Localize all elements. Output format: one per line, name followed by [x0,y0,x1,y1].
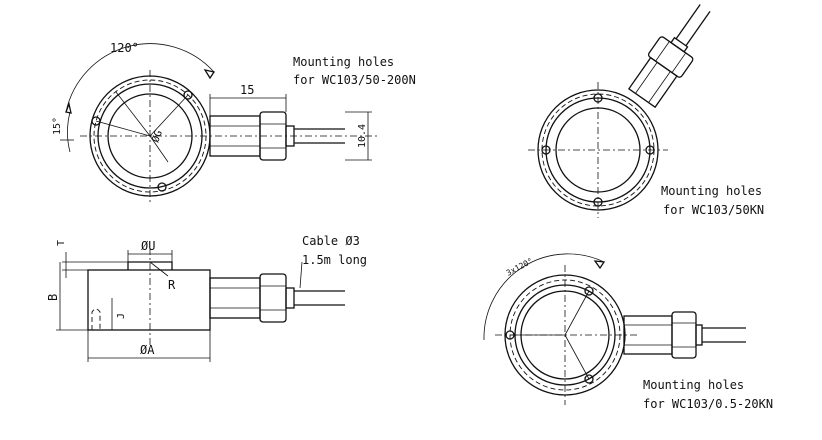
caption-line1: Mounting holes [661,184,762,198]
mounting-hole [91,116,101,126]
cable-nut [671,311,697,359]
arrowhead [593,260,606,270]
cable-line2: 1.5m long [302,253,367,267]
angle-15-arc [67,111,71,153]
cable-line1: Cable Ø3 [302,234,360,248]
load-cell-body [87,269,211,331]
caption-line1: Mounting holes [643,378,744,392]
mounting-hole [584,374,594,384]
hole-radius-line [149,94,189,137]
cable-gland [285,125,295,147]
radius-line [115,91,151,137]
arrowhead [203,69,216,80]
caption-line2: for WC103/0.5-20KN [643,397,773,411]
angle-120-label: 120° [110,41,139,55]
mounting-hole [183,90,193,100]
side-cable-nut [259,273,287,323]
r-label: R [168,278,176,292]
caption-line2: for WC103/50-200N [293,73,416,87]
arrowhead [65,101,72,114]
angle-120-arc [65,43,215,113]
bottom-right-view: 3x120° Mounting holes for WC103/0.5-20KN [483,253,773,411]
angled-connector [627,4,711,109]
mounting-hole [593,93,603,103]
r-leader [149,261,169,277]
t-label: T [56,240,67,246]
top-left-view: 120° 15° ØG 15 10.4 Mounting holes for W… [52,41,416,205]
dimension-15-label: 15 [240,83,254,97]
hole-radius-line [95,120,151,137]
angle-3x120-label: 3x120° [505,256,535,278]
side-view: T ØU R B J ØA Cable Ø3 1.5m long [46,234,367,362]
j-label: J [116,313,127,319]
mounting-hole [645,145,655,155]
mounting-hole [157,182,167,192]
angle-15-label: 15° [52,117,63,135]
tapped-hole [91,308,101,330]
top-right-view: Mounting holes for WC103/50KN [528,4,764,218]
b-label: B [46,294,60,301]
a-label: ØA [140,343,155,357]
side-connector-body [209,277,261,319]
radius-g-line [149,135,169,163]
u-label: ØU [141,239,155,253]
mounting-hole [593,197,603,207]
dimension-10-4-label: 10.4 [357,124,368,148]
angle-3x120-arc [483,253,605,341]
radius-g-label: ØG [150,129,165,144]
caption-line2: for WC103/50KN [663,203,764,217]
caption-line1: Mounting holes [293,55,394,69]
mounting-hole [541,145,551,155]
cable-leader [299,261,303,289]
mounting-hole [584,286,594,296]
